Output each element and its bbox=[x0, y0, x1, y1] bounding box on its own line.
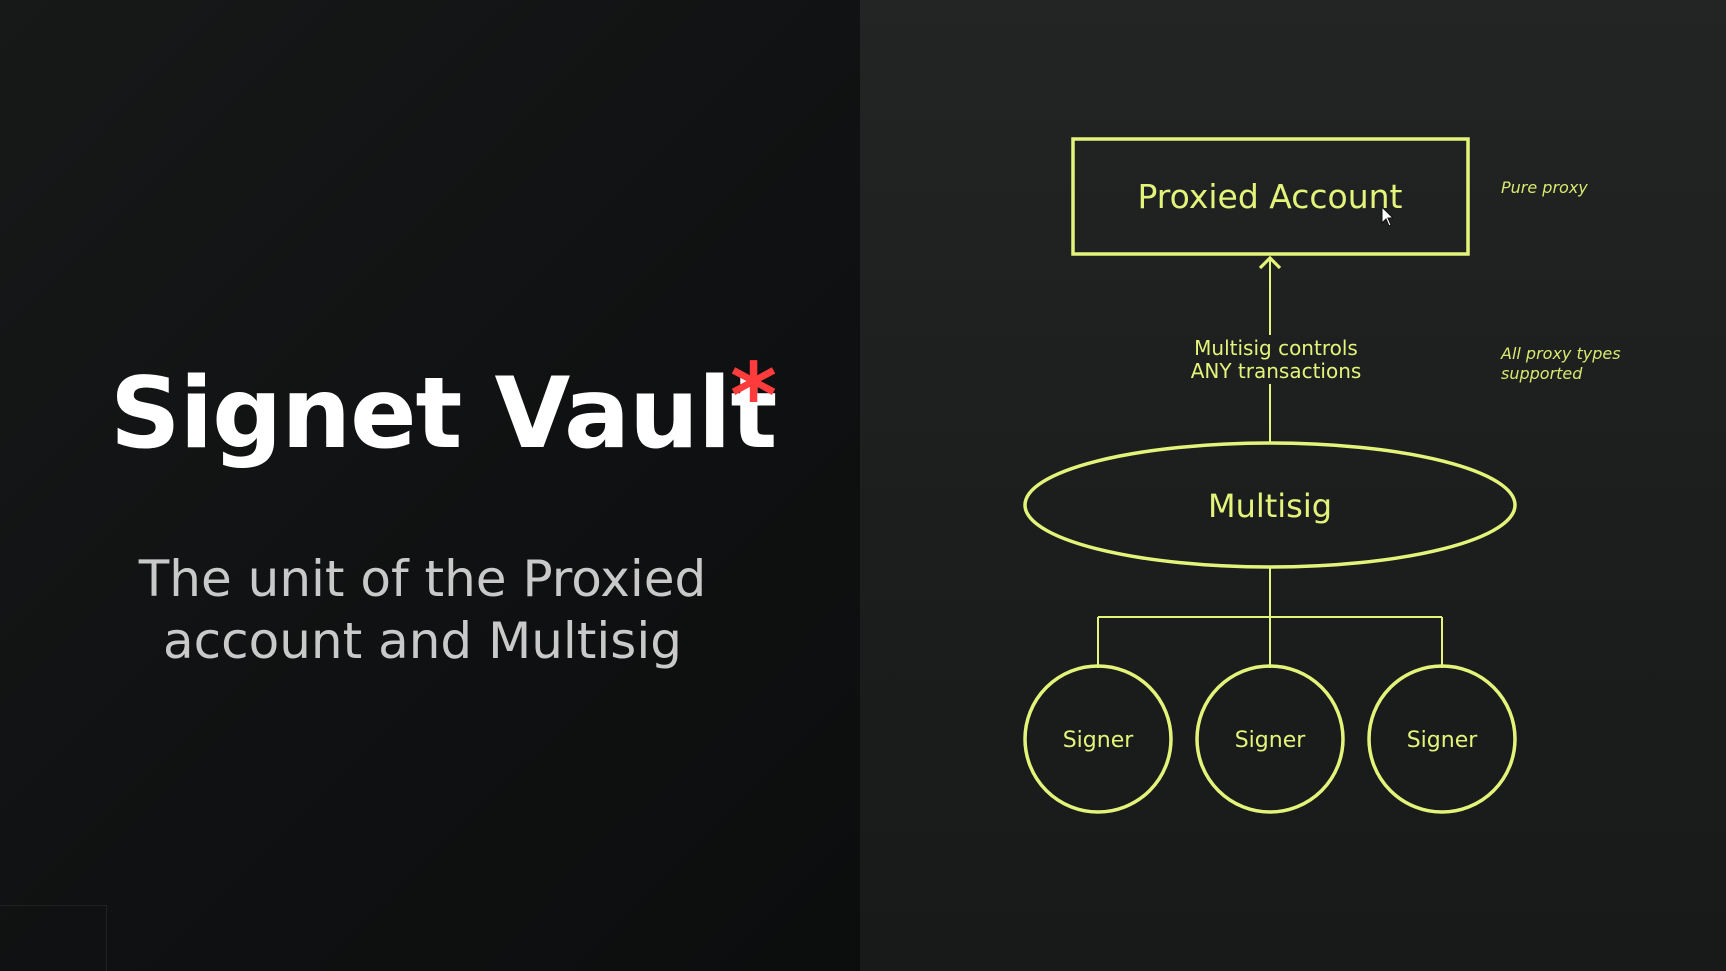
note-proxy-types-line-2: supported bbox=[1501, 364, 1583, 383]
mouse-cursor-icon bbox=[1381, 205, 1395, 227]
asterisk-mark: * bbox=[730, 344, 778, 449]
edge-label-line-1: Multisig controls bbox=[1194, 336, 1358, 360]
signer-label-1: Signer bbox=[1063, 728, 1135, 753]
architecture-diagram: Proxied Account Multisig controls ANY tr… bbox=[1023, 137, 1621, 814]
proxied-account-box bbox=[1071, 137, 1470, 256]
edge-label-line-2: ANY transactions bbox=[1191, 359, 1362, 383]
title-panel: Signet Vault * The unit of the Proxied a… bbox=[0, 0, 860, 971]
corner-box bbox=[0, 905, 107, 971]
note-proxy-types-line-1: All proxy types bbox=[1500, 344, 1621, 363]
slide-subtitle: The unit of the Proxied account and Mult… bbox=[100, 548, 745, 672]
signer-node-1 bbox=[1023, 664, 1173, 814]
signer-label-3: Signer bbox=[1407, 728, 1479, 753]
multisig-label: Multisig bbox=[1208, 487, 1332, 525]
signer-label-2: Signer bbox=[1235, 728, 1307, 753]
slide-title: Signet Vault bbox=[110, 357, 777, 471]
proxied-account-label: Proxied Account bbox=[1137, 177, 1402, 216]
signer-node-2 bbox=[1195, 664, 1345, 814]
subtitle-line-1: The unit of the Proxied bbox=[138, 550, 707, 608]
diagram-panel: Proxied Account Multisig controls ANY tr… bbox=[860, 0, 1726, 971]
signer-node-3 bbox=[1367, 664, 1517, 814]
subtitle-line-2: account and Multisig bbox=[163, 612, 682, 670]
note-pure-proxy: Pure proxy bbox=[1501, 178, 1588, 197]
